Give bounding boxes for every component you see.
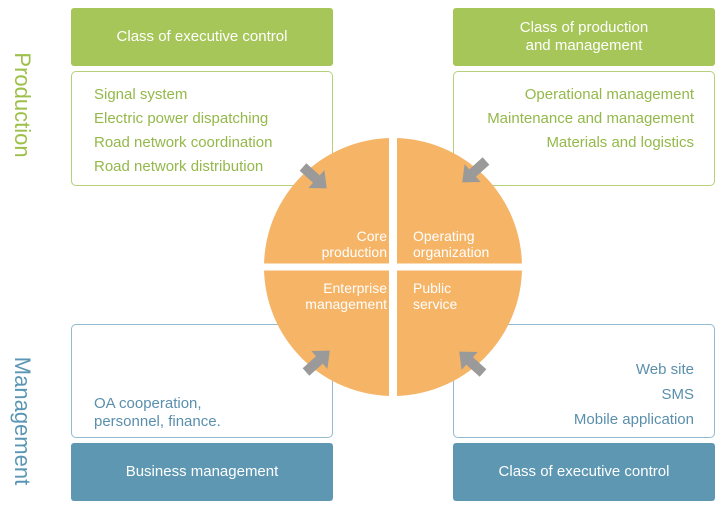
quadrant-label-line: Public — [413, 280, 452, 296]
arrow-icon — [459, 351, 487, 377]
arrow-icon — [302, 350, 330, 376]
list-item: Electric power dispatching — [94, 110, 269, 127]
header-text: Class of executive control — [498, 463, 670, 480]
list-item: Mobile application — [573, 411, 694, 428]
list-item: SMS — [661, 386, 694, 403]
header-text-line: Class of production — [519, 19, 649, 36]
header-text: Business management — [125, 463, 279, 480]
list-item: Road network distribution — [94, 158, 264, 175]
list-item: Web site — [635, 361, 694, 378]
list-item: personnel, finance. — [94, 413, 221, 430]
quadrant-label-line: Operating — [413, 228, 475, 244]
quadrant-label-line: service — [413, 296, 458, 312]
arrow-icon — [462, 157, 490, 183]
list-item: Maintenance and management — [487, 110, 694, 127]
header-executive-control-bottom: Class of executive control — [453, 443, 715, 501]
quadrant-label-line: organization — [413, 244, 490, 260]
header-business-management: Business management — [71, 443, 333, 501]
list-item: Materials and logistics — [546, 134, 694, 151]
list-item: OA cooperation, — [94, 395, 202, 412]
quadrant-enterprise-management: Enterprise management — [305, 280, 387, 312]
quadrant-core-production: Core production — [322, 228, 387, 260]
quadrant-operating-organization: Operating organization — [413, 228, 489, 260]
circle-divider-horizontal — [258, 263, 528, 271]
list-item: Operational management — [524, 86, 694, 103]
arrow-icon — [299, 163, 327, 189]
list-item: Road network coordination — [94, 134, 273, 151]
list-item: Signal system — [94, 86, 188, 103]
header-text-line: and management — [525, 37, 643, 54]
quadrant-label-line: production — [321, 244, 387, 260]
box-executive-control-items: Signal system Electric power dispatching… — [71, 71, 333, 186]
header-text: Class of executive control — [116, 28, 288, 45]
quadrant-label-line: Enterprise — [323, 280, 387, 296]
header-executive-control-top: Class of executive control — [71, 8, 333, 66]
header-production-management: Class of production and management — [453, 8, 715, 66]
box-production-management-items: Operational management Maintenance and m… — [453, 71, 715, 186]
quadrant-label-line: Core — [356, 228, 387, 244]
quadrant-label-line: management — [305, 296, 387, 312]
quadrant-public-service: Public service — [413, 280, 457, 312]
